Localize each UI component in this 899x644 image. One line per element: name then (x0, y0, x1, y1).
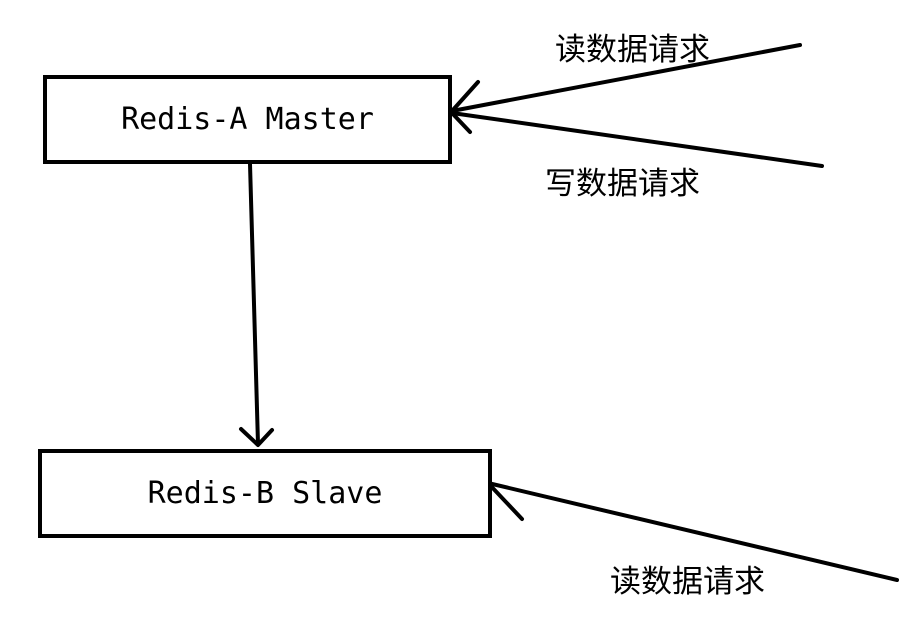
write-to-master-arrow (450, 111, 824, 168)
read-to-slave-arrow (486, 481, 899, 582)
read-to-slave-line (486, 481, 899, 582)
read-to-master-arrow (450, 43, 802, 113)
replication-line (248, 162, 260, 446)
master-node-label: Redis-A Master (121, 102, 374, 137)
write-to-master-line (450, 111, 824, 168)
slave-node-label: Redis-B Slave (147, 476, 383, 511)
write-to-master-label: 写数据请求 (545, 166, 700, 202)
read-to-master-label: 读数据请求 (555, 32, 710, 68)
read-to-slave-arrowhead-bottom (486, 481, 524, 521)
master-node: Redis-A Master (43, 75, 452, 164)
write-to-master-arrowhead-bottom (450, 111, 472, 134)
read-to-master-arrowhead-top (450, 80, 480, 113)
slave-node: Redis-B Slave (38, 449, 492, 538)
replication-arrow (239, 162, 274, 447)
read-to-slave-label: 读数据请求 (610, 564, 765, 600)
replication-arrowhead (239, 427, 274, 447)
read-to-master-line (450, 43, 802, 113)
